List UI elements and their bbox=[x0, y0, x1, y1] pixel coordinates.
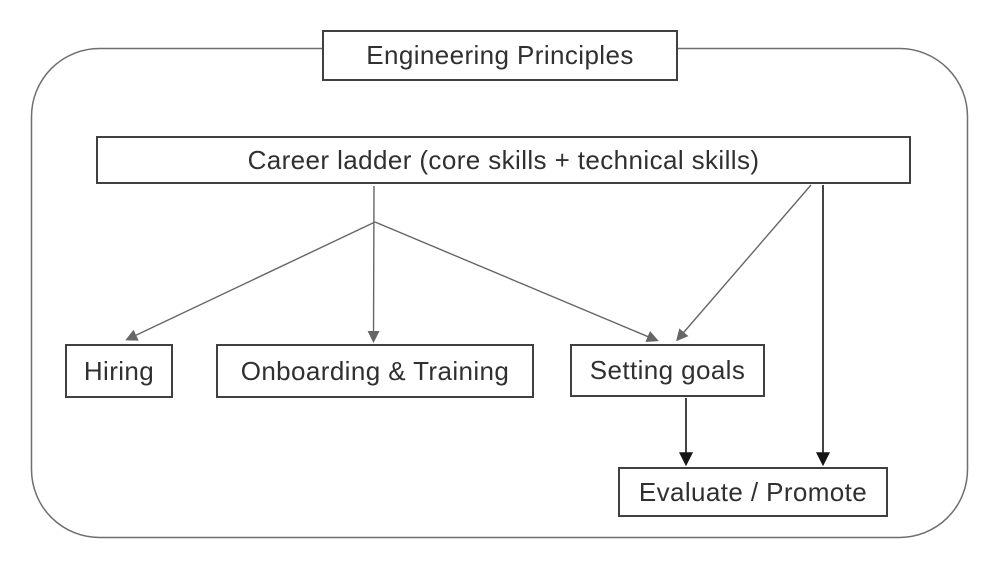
node-label: Evaluate / Promote bbox=[638, 476, 868, 507]
node-label: Career ladder (core skills + technical s… bbox=[247, 144, 760, 175]
edge-career-to-onboarding bbox=[367, 185, 380, 343]
edge-career-to-goals bbox=[676, 184, 812, 342]
node-career-ladder: Career ladder (core skills + technical s… bbox=[96, 136, 911, 184]
node-engineering-principles: Engineering Principles bbox=[322, 30, 678, 81]
node-label: Setting goals bbox=[589, 355, 746, 385]
node-evaluate-promote: Evaluate / Promote bbox=[618, 467, 888, 517]
node-label: Hiring bbox=[83, 355, 155, 386]
node-label: Engineering Principles bbox=[366, 40, 634, 70]
edge-career-to-hiring bbox=[125, 221, 376, 341]
node-onboarding-training: Onboarding & Training bbox=[216, 344, 534, 398]
edge-career-to-goals bbox=[374, 221, 659, 343]
node-hiring: Hiring bbox=[65, 344, 173, 398]
container-outline bbox=[30, 47, 969, 539]
node-label: Onboarding & Training bbox=[240, 355, 510, 386]
node-setting-goals: Setting goals bbox=[570, 344, 765, 397]
